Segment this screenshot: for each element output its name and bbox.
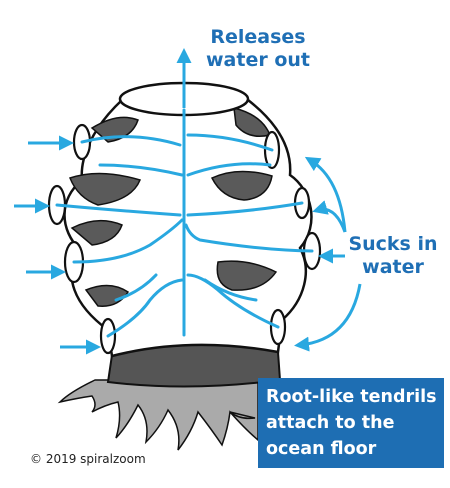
ostia-tubes bbox=[47, 123, 322, 355]
root-tendrils-callout: Root-like tendrils attach to the ocean f… bbox=[258, 378, 444, 468]
releases-water-label: Releases water out bbox=[206, 26, 310, 71]
copyright-text: © 2019 spiralzoom bbox=[30, 452, 146, 466]
internal-flow bbox=[55, 108, 314, 338]
sucks-in-water-label: Sucks in water bbox=[348, 233, 438, 278]
inflow-arrows-left bbox=[14, 135, 101, 355]
root-tendrils-text: Root-like tendrils attach to the ocean f… bbox=[266, 387, 437, 459]
root-tendrils bbox=[57, 379, 259, 451]
inflow-arrows-right bbox=[294, 156, 362, 352]
